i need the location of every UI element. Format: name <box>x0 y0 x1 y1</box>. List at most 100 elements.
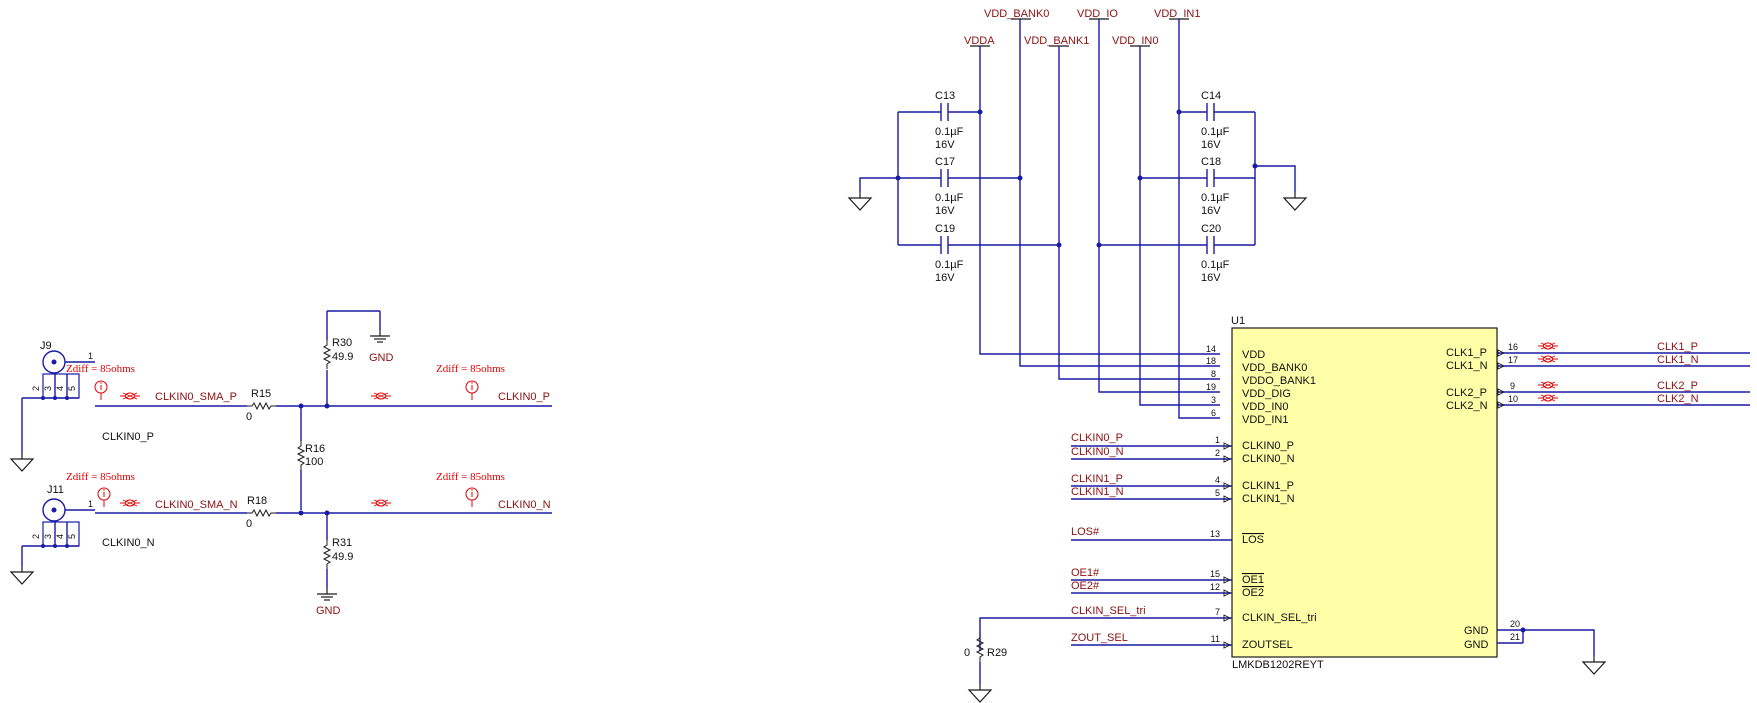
r16-value: 100 <box>305 456 323 468</box>
svg-text:6: 6 <box>1211 408 1216 418</box>
svg-text:2: 2 <box>31 386 41 391</box>
svg-text:1: 1 <box>1215 435 1220 445</box>
svg-text:14: 14 <box>1206 344 1216 354</box>
net-clk2-p: CLK2_P <box>1657 380 1698 392</box>
vdd-in1-label: VDD_IN1 <box>1154 8 1200 20</box>
svg-text:16V: 16V <box>1201 272 1221 284</box>
r18-value: 0 <box>246 518 252 530</box>
svg-text:16: 16 <box>1508 342 1518 352</box>
svg-text:OE1#: OE1# <box>1071 567 1100 579</box>
svg-text:0.1µF: 0.1µF <box>1201 192 1230 204</box>
svg-text:GND: GND <box>1464 639 1489 651</box>
r18-ref: R18 <box>247 495 267 507</box>
svg-text:5: 5 <box>67 534 77 539</box>
gnd-label-bottom: GND <box>316 605 341 617</box>
c19-ref: C19 <box>935 223 955 235</box>
decoupling-caps: C13 0.1µF 16V C17 0.1µF 16V C19 0.1µF 16… <box>848 90 1307 284</box>
bottom-diff-path: Zdiff = 85ohms CLKIN0_SMA_N R18 0 Zdiff … <box>66 471 552 617</box>
connector-j11: J11 2 3 4 5 1 CLKIN0_N <box>10 484 155 585</box>
svg-text:20: 20 <box>1510 619 1520 629</box>
svg-text:Zdiff = 85ohms: Zdiff = 85ohms <box>436 363 505 375</box>
svg-text:CLKIN_SEL_tri: CLKIN_SEL_tri <box>1242 612 1317 624</box>
svg-text:ZOUT_SEL: ZOUT_SEL <box>1071 632 1128 644</box>
svg-text:CLK2_N: CLK2_N <box>1446 400 1488 412</box>
r15-value: 0 <box>246 411 252 423</box>
c17-ref: C17 <box>935 156 955 168</box>
svg-text:3: 3 <box>43 386 53 391</box>
net-clk1-p: CLK1_P <box>1657 341 1698 353</box>
svg-text:21: 21 <box>1510 632 1520 642</box>
vdd-bank1-label: VDD_BANK1 <box>1024 35 1089 47</box>
svg-text:LOS: LOS <box>1242 534 1264 546</box>
svg-text:CLKIN1_N: CLKIN1_N <box>1071 486 1124 498</box>
svg-text:1: 1 <box>88 499 93 509</box>
svg-text:4: 4 <box>55 534 65 539</box>
power-rails: VDD_BANK0 VDD_IO VDD_IN1 VDDA VDD_BANK1 … <box>964 8 1220 419</box>
r30-ref: R30 <box>332 337 352 349</box>
svg-text:0.1µF: 0.1µF <box>935 126 964 138</box>
svg-text:OE1: OE1 <box>1242 574 1264 586</box>
svg-text:GND: GND <box>1464 625 1489 637</box>
svg-text:16V: 16V <box>1201 139 1221 151</box>
j11-ref: J11 <box>47 484 64 496</box>
svg-text:0.1µF: 0.1µF <box>935 259 964 271</box>
vdd-bank0-label: VDD_BANK0 <box>984 8 1049 20</box>
r31-value: 49.9 <box>332 551 353 563</box>
net-clkin0-p-out: CLKIN0_P <box>498 391 550 403</box>
r16-ref: R16 <box>305 443 325 455</box>
svg-text:CLKIN0_P: CLKIN0_P <box>1071 432 1123 444</box>
zdiff-label: Zdiff = 85ohms <box>66 363 135 375</box>
svg-text:16V: 16V <box>1201 205 1221 217</box>
svg-text:3: 3 <box>43 534 53 539</box>
ic-u1: U1 LMKDB1202REYT 14 VDD 18 VDD_BANK0 8 V… <box>964 315 1750 703</box>
svg-text:CLK2_P: CLK2_P <box>1446 387 1487 399</box>
c13-ref: C13 <box>935 90 955 102</box>
r29-ref: R29 <box>987 647 1007 659</box>
svg-text:9: 9 <box>1510 381 1515 391</box>
c20-ref: C20 <box>1201 223 1221 235</box>
svg-text:4: 4 <box>55 386 65 391</box>
vdda-label: VDDA <box>964 35 995 47</box>
svg-text:CLKIN0_P: CLKIN0_P <box>1242 440 1294 452</box>
svg-text:5: 5 <box>67 386 77 391</box>
net-clkin0-n-out: CLKIN0_N <box>498 499 551 511</box>
j9-signal: CLKIN0_P <box>102 431 154 443</box>
svg-text:12: 12 <box>1210 582 1220 592</box>
gnd-label-top: GND <box>369 352 394 364</box>
c18-ref: C18 <box>1201 156 1221 168</box>
svg-text:Zdiff = 85ohms: Zdiff = 85ohms <box>66 471 135 483</box>
u1-part: LMKDB1202REYT <box>1232 659 1324 671</box>
svg-text:18: 18 <box>1206 356 1216 366</box>
svg-text:0.1µF: 0.1µF <box>1201 259 1230 271</box>
r15-ref: R15 <box>251 388 271 400</box>
svg-text:0.1µF: 0.1µF <box>1201 126 1230 138</box>
svg-text:10: 10 <box>1508 394 1518 404</box>
u1-ref: U1 <box>1231 315 1245 327</box>
svg-text:1: 1 <box>88 351 93 361</box>
r16-termination: R16 100 <box>297 406 325 510</box>
j9-ref: J9 <box>40 340 52 352</box>
svg-text:16V: 16V <box>935 205 955 217</box>
vdd-io-label: VDD_IO <box>1077 8 1118 20</box>
svg-text:VDD: VDD <box>1242 349 1265 361</box>
svg-text:17: 17 <box>1508 355 1518 365</box>
svg-text:OE2: OE2 <box>1242 587 1264 599</box>
svg-text:OE2#: OE2# <box>1071 580 1100 592</box>
net-clk2-n: CLK2_N <box>1657 393 1699 405</box>
u1-body <box>1231 327 1498 658</box>
connector-j9: J9 2 3 4 5 1 CLKIN0_P <box>10 340 154 472</box>
left-input-network: J9 2 3 4 5 1 CLKIN0_P Zdiff = 85ohms <box>10 310 552 617</box>
vdd-in0-label: VDD_IN0 <box>1112 35 1158 47</box>
c14-ref: C14 <box>1201 90 1221 102</box>
svg-text:VDDO_BANK1: VDDO_BANK1 <box>1242 375 1316 387</box>
svg-text:8: 8 <box>1211 369 1216 379</box>
svg-text:CLKIN_SEL_tri: CLKIN_SEL_tri <box>1071 605 1146 617</box>
r29-value: 0 <box>964 647 970 659</box>
svg-text:4: 4 <box>1215 475 1220 485</box>
svg-text:2: 2 <box>31 534 41 539</box>
svg-text:VDD_IN1: VDD_IN1 <box>1242 414 1288 426</box>
svg-text:Zdiff = 85ohms: Zdiff = 85ohms <box>436 471 505 483</box>
r31-ref: R31 <box>332 537 352 549</box>
